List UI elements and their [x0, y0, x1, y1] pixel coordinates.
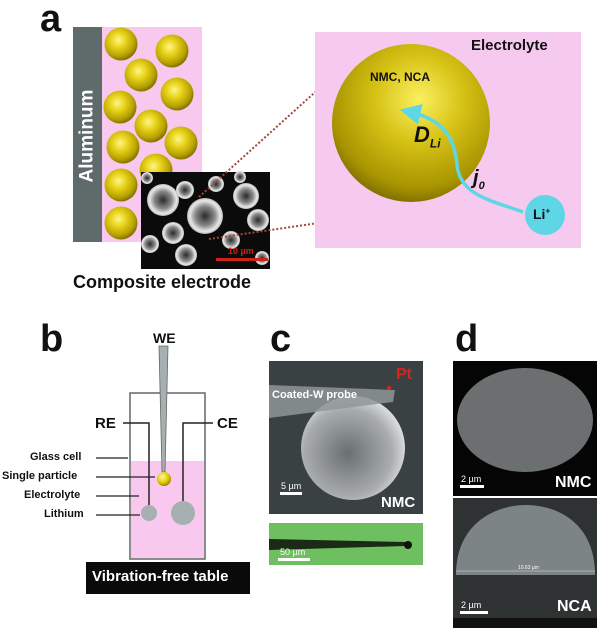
particle: [103, 90, 137, 124]
ce-lithium: [171, 501, 195, 525]
particle: [104, 27, 138, 61]
sem-particle: [141, 235, 159, 253]
probe-label: Coated-W probe: [272, 389, 357, 401]
aluminum-current-collector: [73, 27, 102, 242]
sem-particle: [208, 176, 224, 192]
particle: [164, 126, 198, 160]
callout-label-lithium: Lithium: [44, 508, 84, 520]
nmc-label-d: NMC: [555, 474, 592, 491]
re-label: RE: [95, 415, 116, 432]
pt-label: Pt: [396, 366, 412, 383]
diffusion-subscript: Li: [429, 136, 441, 151]
re-lithium: [141, 505, 157, 521]
sem-scale-label-10um: 10 µm: [228, 246, 254, 256]
diffusion-coefficient-label: DLi: [414, 122, 441, 150]
li-ion-path-arrow: [399, 104, 524, 214]
exchange-symbol: j: [473, 167, 479, 189]
scale-label-5um: 5 µm: [281, 481, 302, 491]
particle: [155, 34, 189, 68]
nca-label: NCA: [557, 598, 592, 615]
panel-b-label: b: [40, 318, 64, 360]
ce-label: CE: [217, 415, 238, 432]
zoom-line-top: [198, 56, 355, 198]
exchange-subscript: 0: [478, 180, 485, 192]
nmc-label-c: NMC: [381, 494, 416, 511]
particle: [106, 130, 140, 164]
scale-bar-50um: [278, 558, 310, 561]
active-material-particles: [103, 27, 198, 240]
exchange-current-label: j0: [473, 167, 485, 192]
nca-cross-section: [456, 505, 595, 575]
probe-optical: [269, 539, 405, 550]
callout-label-single-particle: Single particle: [2, 470, 78, 482]
particle: [134, 109, 168, 143]
we-label: WE: [153, 330, 176, 346]
callout-label-electrolyte: Electrolyte: [24, 489, 81, 501]
scale-label-2um-bottom: 2 µm: [461, 600, 482, 610]
aluminum-label: Aluminum: [76, 89, 98, 183]
nmc-cross-section: [457, 368, 593, 472]
particle: [104, 206, 138, 240]
callout-label-glass-cell: Glass cell: [30, 451, 82, 463]
nmc-particle-sem: [301, 396, 405, 500]
scale-bar-2um-bottom: [460, 611, 488, 614]
vibration-free-table-label: Vibration-free table: [92, 568, 229, 585]
li-ion: [525, 195, 565, 235]
particle: [160, 77, 194, 111]
scale-label-50um: 50 µm: [280, 547, 306, 557]
sem-particle: [141, 172, 153, 184]
li-ion-label: Li+: [533, 206, 550, 222]
sem-particle: [175, 244, 197, 266]
pt-tip-marker: [387, 386, 391, 390]
coated-w-probe: [269, 385, 395, 418]
sem-info-bar: [453, 618, 597, 628]
vibration-free-table: [86, 562, 250, 594]
li-symbol: Li: [533, 206, 546, 222]
nca-diameter-label: 10.63 µm: [518, 565, 539, 571]
panel-c-label: c: [270, 318, 292, 360]
particle: [124, 58, 158, 92]
sem-inset-composite: [141, 171, 270, 269]
sem-particle: [234, 171, 246, 183]
sem-particle: [233, 183, 259, 209]
particle-on-probe: [404, 541, 412, 549]
diffusion-symbol: D: [414, 122, 430, 147]
ce-wire: [182, 422, 213, 503]
electrolyte-label: Electrolyte: [471, 37, 548, 54]
composite-electrode-caption: Composite electrode: [73, 272, 252, 292]
sem-particle: [187, 198, 223, 234]
sem-particle: [162, 222, 184, 244]
particle-material-label: NMC, NCA: [370, 70, 430, 84]
single-particle: [157, 472, 171, 486]
sem-particle: [176, 181, 194, 199]
panel-a-label: a: [40, 0, 62, 40]
sem-particle: [247, 209, 269, 231]
panel-d-label: d: [455, 318, 479, 360]
nmc-nca-particle: [332, 44, 490, 202]
sem-particle: [147, 184, 179, 216]
sem-scale-bar-10um: [216, 258, 268, 261]
scale-bar-2um-top: [460, 485, 484, 488]
particle: [104, 168, 138, 202]
scale-bar-5um: [280, 492, 302, 495]
re-wire: [123, 422, 150, 505]
scale-label-2um-top: 2 µm: [461, 474, 482, 484]
working-electrode-probe: [158, 345, 169, 473]
li-charge: +: [545, 206, 551, 216]
